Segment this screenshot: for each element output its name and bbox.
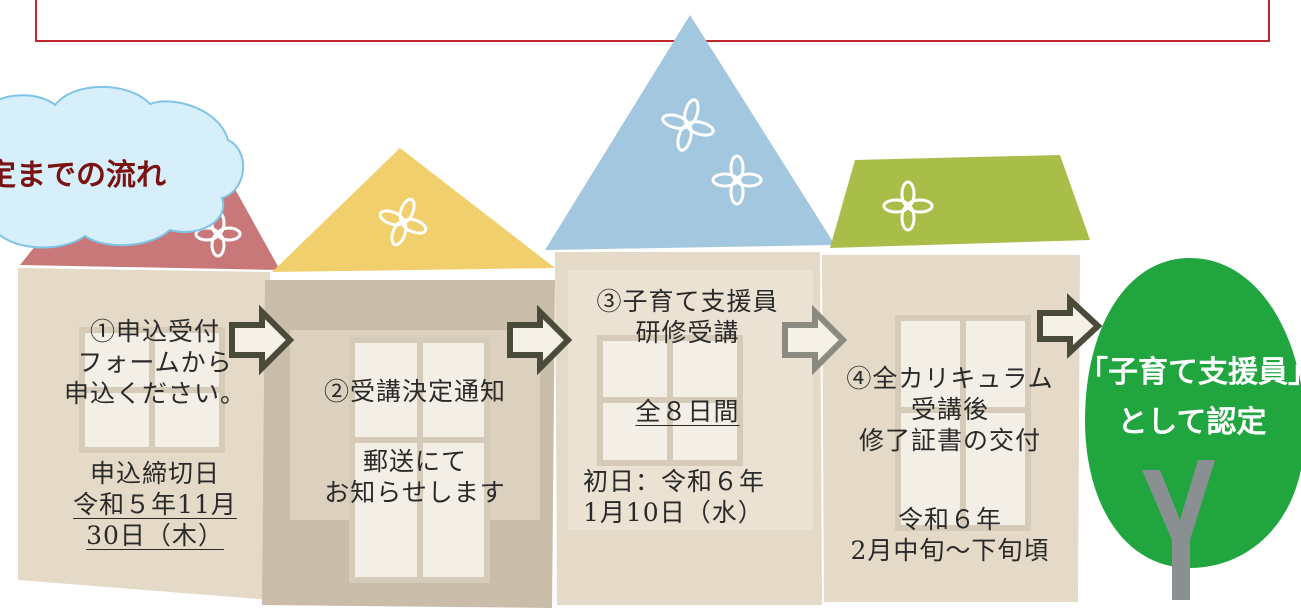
- top-frame: [35, 0, 1270, 42]
- step-4-date-line-2: 2月中旬～下旬頃: [850, 536, 1050, 565]
- tree: [1085, 258, 1301, 600]
- arrow-3-4: [782, 304, 848, 376]
- flower-icon: [711, 154, 763, 206]
- step-2-note-line-1: 郵送にて: [362, 447, 467, 476]
- step-4-heading: ④全カリキュラム 受講後 修了証書の交付: [822, 363, 1078, 456]
- house-3: [545, 15, 835, 605]
- result-line-1: 「子育て支援員」: [1078, 355, 1301, 390]
- result-label: 「子育て支援員」 として認定: [1078, 348, 1301, 448]
- step-3-heading-line-2: 研修受講: [635, 318, 740, 347]
- flow-title: 定までの流れ: [0, 158, 166, 193]
- tree-crown: [1085, 258, 1301, 568]
- step-4-heading-line-1: ④全カリキュラム: [846, 364, 1054, 393]
- flower-icon: [661, 98, 715, 152]
- step-4-heading-line-2: 受講後: [910, 395, 989, 424]
- step-3-heading-line-1: ③子育て支援員: [596, 287, 779, 316]
- step-4-date: 令和６年 2月中旬～下旬頃: [822, 504, 1078, 566]
- step-1-heading: ①申込受付 フォームから 申込ください。: [40, 316, 270, 409]
- arrow-4-result: [1037, 293, 1103, 359]
- arrow-2-3: [507, 304, 573, 376]
- step-4-date-line-1: 令和６年: [897, 505, 1002, 534]
- flower-icon: [378, 197, 428, 247]
- step-2-note: 郵送にて お知らせします: [280, 446, 550, 508]
- step-1-heading-line-2: フォームから: [77, 348, 233, 377]
- step-4-heading-line-3: 修了証書の交付: [858, 426, 1041, 455]
- step-1-deadline: 申込締切日 令和５年11月 30日（木）: [40, 458, 270, 551]
- step-2-note-line-2: お知らせします: [324, 478, 506, 507]
- result-line-2: として認定: [1117, 405, 1267, 440]
- title-cloud: [0, 85, 244, 249]
- tree-trunk: [1142, 460, 1215, 600]
- step-1-heading-line-3: 申込ください。: [63, 379, 246, 408]
- step-3-duration: 全８日間: [635, 397, 740, 426]
- step-3-start-line-2: 1月10日（水）: [583, 498, 764, 527]
- step-3-start-line-1: 初日：令和６年: [583, 467, 766, 496]
- step-1-deadline-date-1: 令和５年11月: [73, 490, 237, 519]
- flower-icon: [882, 180, 934, 232]
- step-3-start: 初日：令和６年 1月10日（水）: [565, 466, 833, 528]
- step-3-heading: ③子育て支援員 研修受講: [565, 286, 810, 348]
- arrow-1-2: [229, 304, 295, 376]
- step-2-heading: ②受講決定通知: [323, 377, 506, 406]
- house-4: [822, 155, 1090, 602]
- step-1-deadline-date-2: 30日（木）: [86, 521, 224, 550]
- step-1-heading-line-1: ①申込受付: [89, 317, 220, 346]
- house-2: [262, 148, 555, 608]
- house-4-roof: [830, 155, 1090, 248]
- step-1-deadline-label: 申込締切日: [89, 459, 220, 488]
